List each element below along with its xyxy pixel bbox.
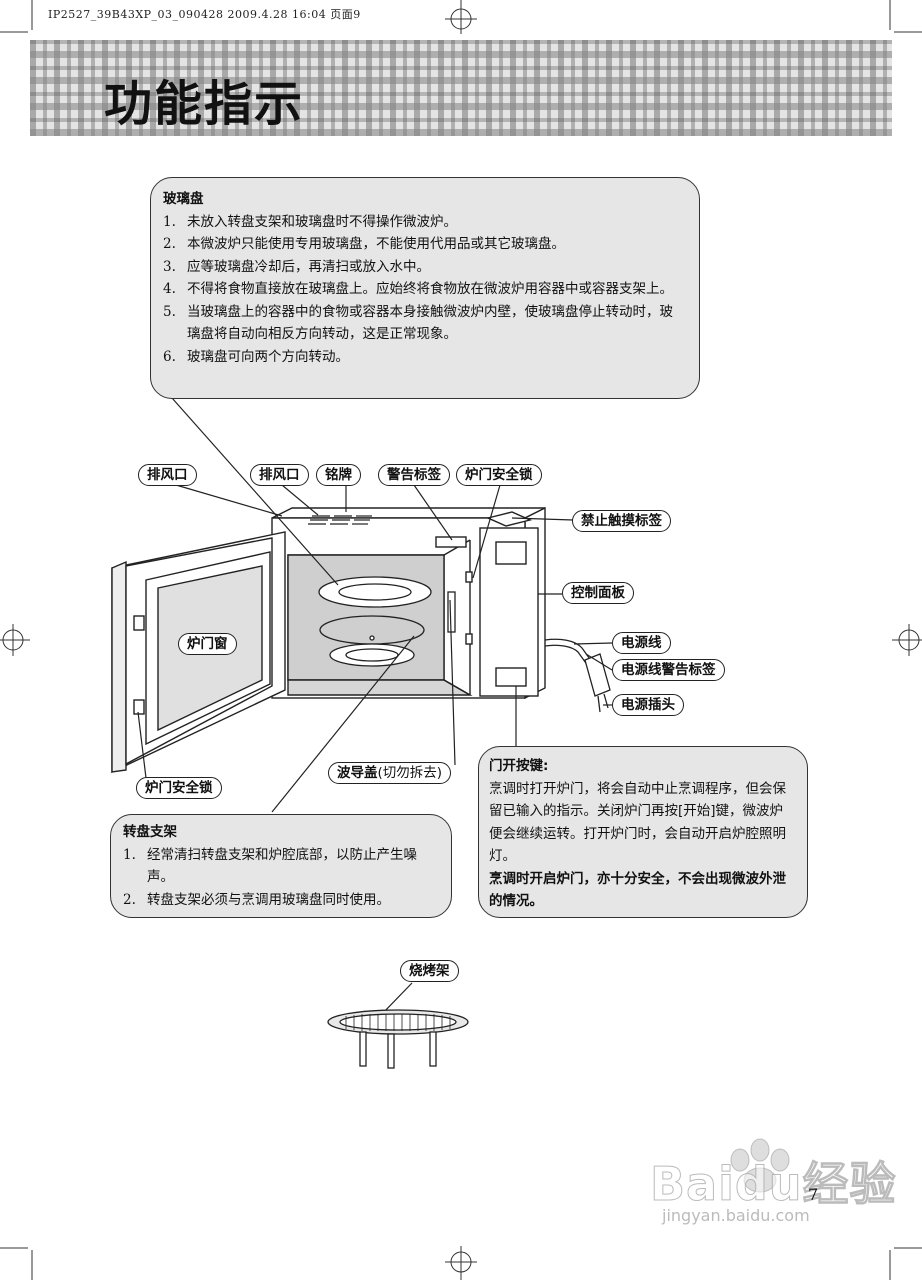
waveguide-cover-label: 波导盖 <box>337 765 378 781</box>
vent-slots <box>308 515 372 525</box>
callout-power-cord-warning: 电源线警告标签 <box>612 659 725 681</box>
callout-power-cord: 电源线 <box>612 632 671 654</box>
list-item: 6.玻璃盘可向两个方向转动。 <box>163 348 349 365</box>
callout-vent-right: 排风口 <box>250 464 309 486</box>
list-item: 2.本微波炉只能使用专用玻璃盘，不能使用代用品或其它玻璃盘。 <box>163 236 565 252</box>
glass-tray-list: 1.未放入转盘支架和玻璃盘时不得操作微波炉。 2.本微波炉只能使用专用玻璃盘，不… <box>163 211 685 369</box>
list-item: 1.未放入转盘支架和玻璃盘时不得操作微波炉。 <box>163 213 457 230</box>
callout-waveguide-cover: 波导盖(切勿拆去) <box>328 762 452 784</box>
door-open-button-title: 门开按键: <box>489 758 549 774</box>
list-item: 2.转盘支架必须与烹调用玻璃盘同时使用。 <box>123 891 390 908</box>
page-title: 功能指示 <box>104 76 305 132</box>
callout-door-lock-top: 炉门安全锁 <box>456 464 542 486</box>
list-item: 5.当玻璃盘上的容器中的食物或容器本身接触微波炉内壁，使玻璃盘停止转动时，玻璃盘… <box>163 303 673 343</box>
print-header: IP2527_39B43XP_03_090428 2009.4.28 16:04… <box>48 8 361 21</box>
callout-door-window: 炉门窗 <box>178 633 237 655</box>
power-cord-drawing <box>544 638 611 713</box>
glass-tray-box: 玻璃盘 1.未放入转盘支架和玻璃盘时不得操作微波炉。 2.本微波炉只能使用专用玻… <box>150 177 700 399</box>
callout-door-lock-bottom: 炉门安全锁 <box>136 777 222 799</box>
title-banner <box>30 40 892 136</box>
door-open-button-safety-note: 烹调时开启炉门，亦十分安全，不会出现微波外泄的情况。 <box>489 870 786 910</box>
turntable-support-title: 转盘支架 <box>123 824 177 840</box>
grill-rack-drawing <box>327 1009 469 1069</box>
door-open-button-body: 烹调时打开炉门，将会自动中止烹调程序，但会保留已输入的指示。关闭炉门再按[开始]… <box>489 780 786 865</box>
callout-control-panel: 控制面板 <box>562 582 634 604</box>
turntable-support-list: 1.经常清扫转盘支架和炉腔底部，以防止产生噪声。 2.转盘支架必须与烹调用玻璃盘… <box>123 844 439 912</box>
callout-grill-rack: 烧烤架 <box>400 960 459 982</box>
callout-vent-left: 排风口 <box>138 464 197 486</box>
list-item: 4.不得将食物直接放在玻璃盘上。应始终将食物放在微波炉用容器中或容器支架上。 <box>163 281 673 297</box>
watermark-paw-icon <box>730 1138 790 1193</box>
list-item: 1.经常清扫转盘支架和炉腔底部，以防止产生噪声。 <box>123 846 417 886</box>
watermark-url: jingyan.baidu.com <box>662 1206 810 1225</box>
list-item: 3.应等玻璃盘冷却后，再清扫或放入水中。 <box>163 258 430 275</box>
callout-nameplate: 铭牌 <box>316 464 361 486</box>
turntable-support-box: 转盘支架 1.经常清扫转盘支架和炉腔底部，以防止产生噪声。 2.转盘支架必须与烹… <box>110 814 452 918</box>
callout-no-touch-label: 禁止触摸标签 <box>572 510 671 532</box>
callout-warning-label: 警告标签 <box>378 464 450 486</box>
glass-tray-title: 玻璃盘 <box>163 191 204 207</box>
watermark-brand: Baidu经验 <box>650 1157 897 1212</box>
glass-tray-drawing <box>318 576 456 667</box>
callout-power-plug: 电源插头 <box>612 694 684 716</box>
door-open-button-box: 门开按键: 烹调时打开炉门，将会自动中止烹调程序，但会保留已输入的指示。关闭炉门… <box>478 746 808 918</box>
page-number: 7 <box>808 1185 819 1204</box>
waveguide-cover-note: (切勿拆去) <box>377 765 443 781</box>
